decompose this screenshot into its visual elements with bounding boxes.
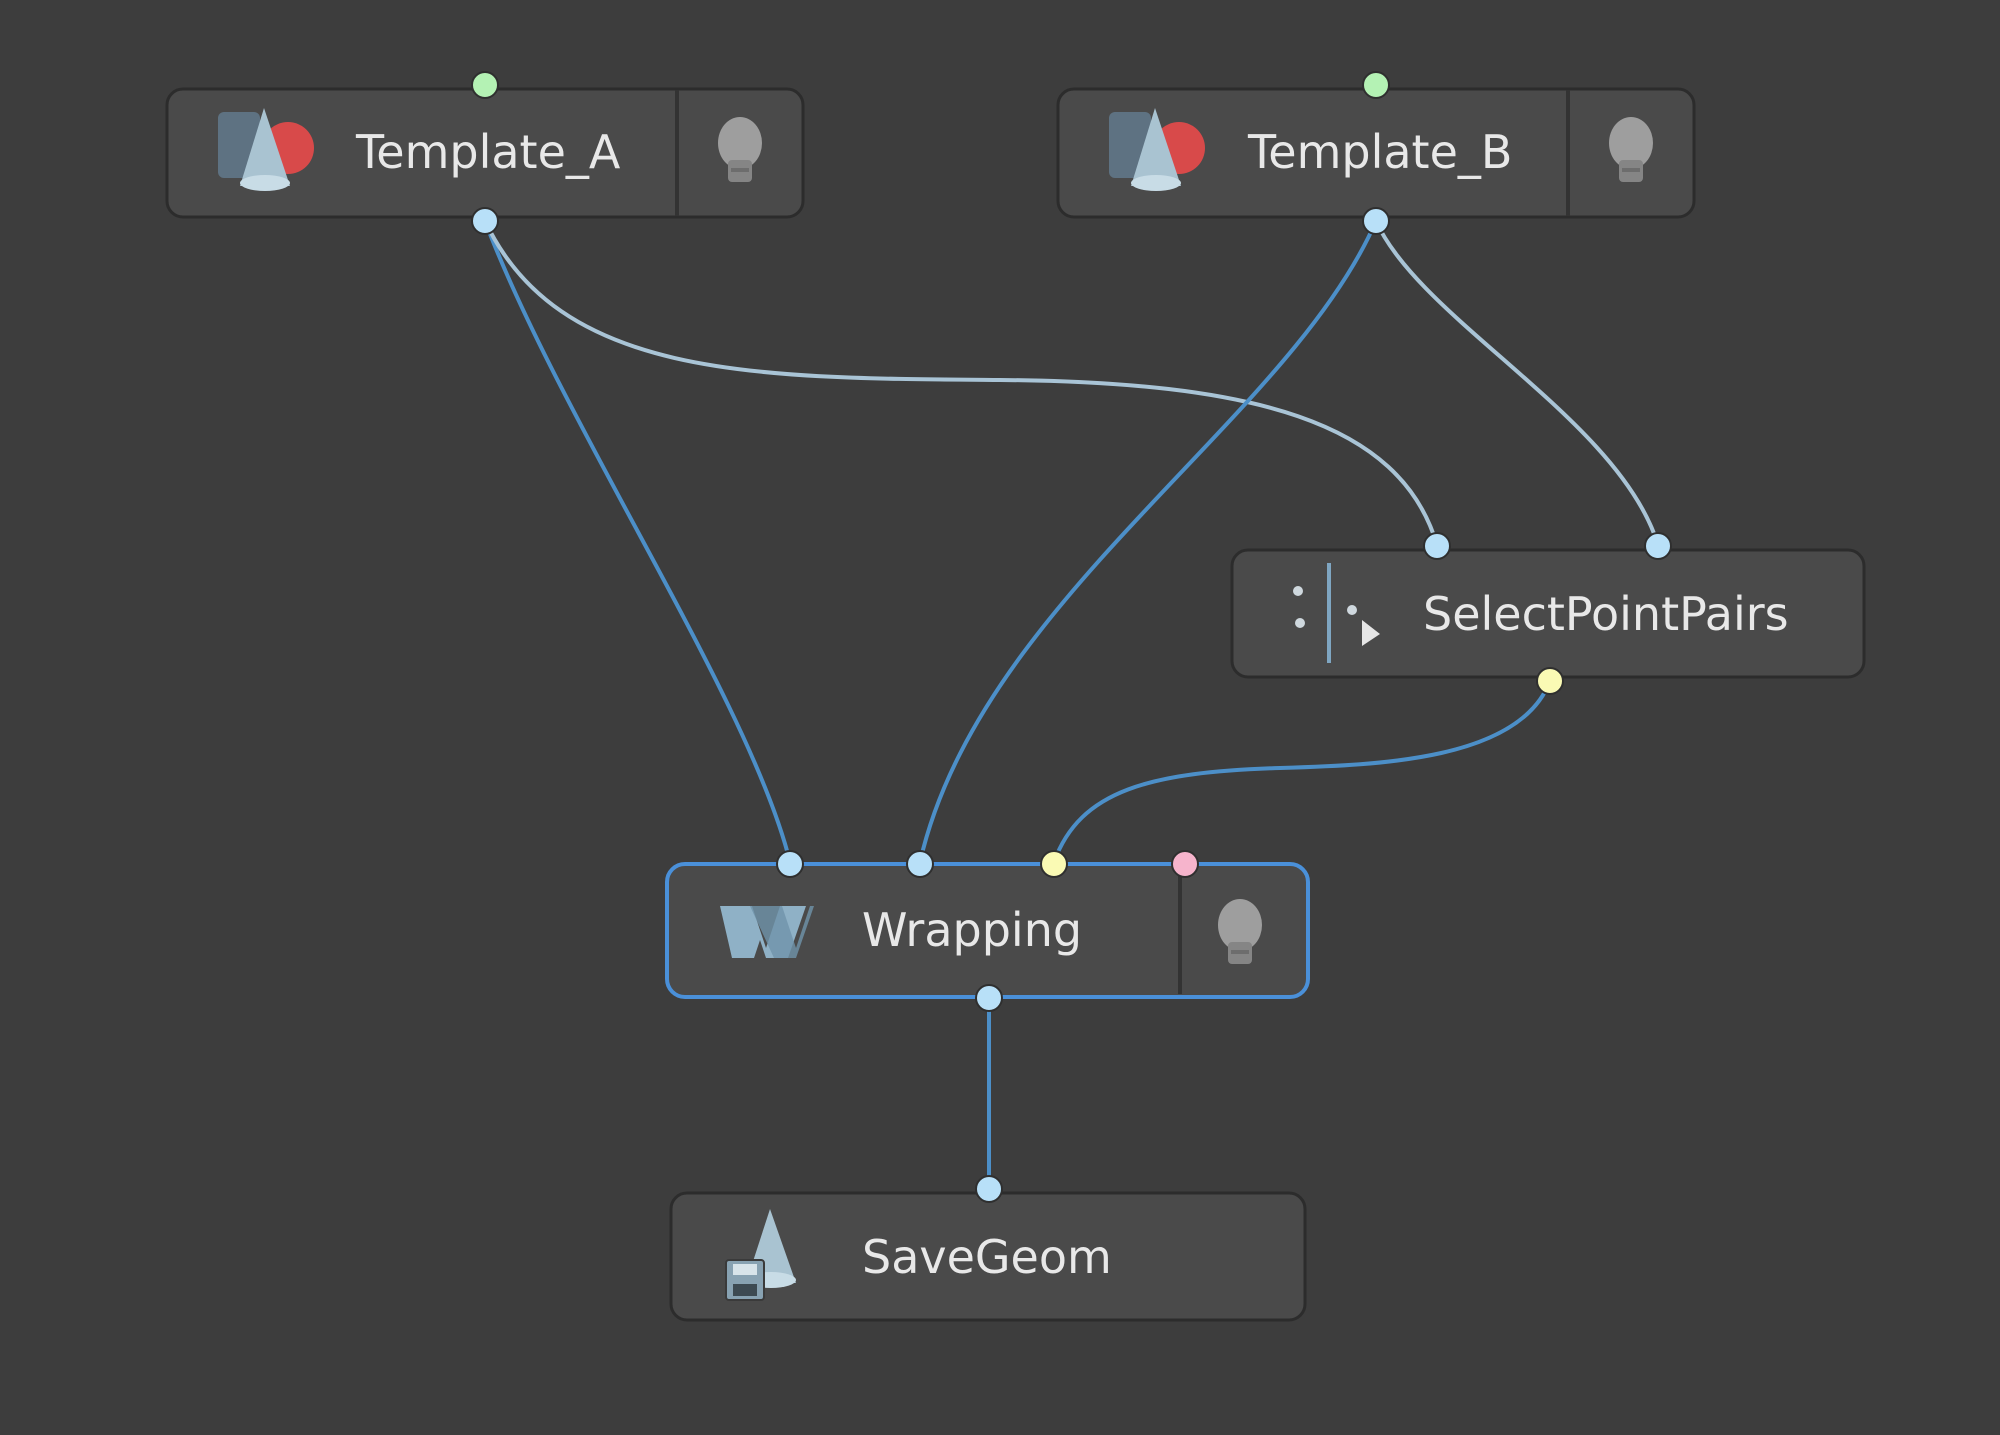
shapes-icon — [1109, 108, 1205, 191]
node-save-geom-label: SaveGeom — [862, 1230, 1112, 1284]
wire-template-b-to-select-point-pairs — [1374, 220, 1660, 546]
wire-template-b-to-wrapping — [918, 220, 1378, 863]
input-port-point-pairs[interactable] — [1040, 850, 1068, 878]
node-template-b-label: Template_B — [1247, 125, 1512, 179]
node-template-b[interactable]: Template_B — [1056, 71, 1696, 235]
output-port-geometry[interactable] — [975, 984, 1003, 1012]
input-port-fixed-geometry[interactable] — [906, 850, 934, 878]
save-geometry-icon — [725, 1209, 796, 1301]
node-template-a-label: Template_A — [355, 125, 621, 179]
input-port-mask[interactable] — [1171, 850, 1199, 878]
output-port-geometry[interactable] — [471, 207, 499, 235]
input-port-geometry-a[interactable] — [1423, 532, 1451, 560]
wire-template-a-to-select-point-pairs — [483, 220, 1439, 546]
output-port-geometry[interactable] — [1362, 207, 1390, 235]
input-port-floating-geometry[interactable] — [776, 850, 804, 878]
connections — [483, 220, 1660, 1189]
display-toggle-bulb-icon[interactable] — [1218, 899, 1262, 964]
node-wrapping[interactable]: Wrapping — [665, 850, 1310, 1012]
node-save-geom[interactable]: SaveGeom — [669, 1175, 1307, 1322]
input-port-ready[interactable] — [471, 71, 499, 99]
wire-template-a-to-wrapping — [483, 220, 792, 863]
output-port-point-pairs[interactable] — [1536, 667, 1564, 695]
shapes-icon — [218, 108, 314, 191]
node-template-a[interactable]: Template_A — [165, 71, 805, 235]
display-toggle-bulb-icon[interactable] — [718, 117, 762, 182]
input-port-ready[interactable] — [1362, 71, 1390, 99]
select-points-icon — [1293, 563, 1380, 663]
input-port-geometry[interactable] — [975, 1175, 1003, 1203]
display-toggle-bulb-icon[interactable] — [1609, 117, 1653, 182]
node-select-point-pairs-label: SelectPointPairs — [1423, 587, 1789, 641]
input-port-geometry-b[interactable] — [1644, 532, 1672, 560]
node-select-point-pairs[interactable]: SelectPointPairs — [1230, 532, 1866, 695]
wire-select-point-pairs-to-wrapping — [1052, 680, 1552, 863]
node-wrapping-label: Wrapping — [862, 903, 1082, 957]
wrapping-w-icon — [720, 906, 814, 958]
